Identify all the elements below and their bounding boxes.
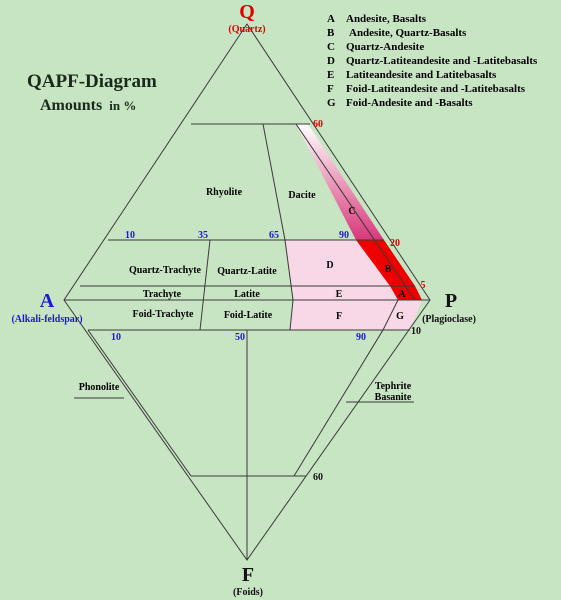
tick-q20: 20 xyxy=(390,238,400,249)
legend-text-g: Foid-Andesite and -Basalts xyxy=(346,97,473,109)
vertex-f-letter: F xyxy=(242,564,254,586)
line-a35 xyxy=(199,239,211,331)
label-tephrite: Tephrite xyxy=(375,381,412,392)
field-b-shape xyxy=(356,240,415,286)
label-foid-latite: Foid-Latite xyxy=(224,310,273,321)
legend-item-f: F Foid-Latiteandesite and -Latitebasalts xyxy=(327,83,526,95)
vertex-q-letter: Q xyxy=(239,1,255,23)
tick-a65: 65 xyxy=(269,230,279,241)
vertex-f-name: (Foids) xyxy=(233,587,263,598)
tick-a35: 35 xyxy=(198,230,208,241)
tick-f50: 50 xyxy=(235,332,245,343)
field-labels: Rhyolite Dacite C Quartz-Trachyte Quartz… xyxy=(79,187,412,403)
title-line2-main: Amounts xyxy=(40,97,102,114)
vertex-labels: Q (Quartz) A (Alkali-feldspar) P (Plagio… xyxy=(11,1,475,598)
tick-f60: 60 xyxy=(313,472,323,483)
label-quartz-latite: Quartz-Latite xyxy=(217,266,277,277)
vertex-a-letter: A xyxy=(40,290,55,312)
label-field-d: D xyxy=(326,260,333,271)
title-line1: QAPF-Diagram xyxy=(27,71,157,92)
tick-q5: 5 xyxy=(421,280,426,291)
legend-text-c: Quartz-Andesite xyxy=(346,41,424,53)
label-field-e: E xyxy=(336,289,343,300)
legend-text-b: Andesite, Quartz-Basalts xyxy=(349,27,467,39)
legend-text-f: Foid-Latiteandesite and -Latitebasalts xyxy=(346,83,526,95)
vertex-q-name: (Quartz) xyxy=(228,24,265,35)
vertex-p-letter: P xyxy=(445,290,457,312)
tick-q60: 60 xyxy=(313,119,323,130)
legend-key-d: D xyxy=(327,55,335,67)
vertex-p-name: (Plagioclase) xyxy=(422,314,476,325)
line-dacite-andesite xyxy=(295,123,416,301)
label-latite: Latite xyxy=(234,289,260,300)
legend-key-b: B xyxy=(327,27,335,39)
legend-key-a: A xyxy=(327,13,335,25)
label-field-g: G xyxy=(396,311,404,322)
legend-text-d: Quartz-Latiteandesite and -Latitebasalts xyxy=(346,55,538,67)
label-basanite: Basanite xyxy=(375,392,412,403)
legend-key-e: E xyxy=(327,69,334,81)
line-foid-right xyxy=(293,329,384,477)
label-field-c: C xyxy=(348,206,355,217)
legend-item-g: G Foid-Andesite and -Basalts xyxy=(327,97,473,109)
legend-key-c: C xyxy=(327,41,335,53)
legend-text-e: Latiteandesite and Latitebasalts xyxy=(346,69,497,81)
label-field-f: F xyxy=(336,311,342,322)
tick-labels: 60 20 5 10 35 65 90 10 50 90 10 60 xyxy=(111,119,426,483)
line-a65-lower xyxy=(289,299,294,331)
field-g-shape xyxy=(383,300,422,330)
diagram-lines xyxy=(63,23,431,561)
legend-text-a: Andesite, Basalts xyxy=(346,13,427,25)
title-line2: Amounts in % xyxy=(40,97,136,114)
legend-item-d: D Quartz-Latiteandesite and -Latitebasalt… xyxy=(327,55,538,67)
legend-item-a: A Andesite, Basalts xyxy=(327,13,427,25)
colored-fields xyxy=(285,124,422,330)
line-rhyolite-dacite xyxy=(262,123,286,241)
field-c-shape xyxy=(296,124,384,240)
label-trachyte: Trachyte xyxy=(143,289,182,300)
legend-item-c: C Quartz-Andesite xyxy=(327,41,424,53)
label-quartz-trachyte: Quartz-Trachyte xyxy=(129,265,202,276)
tick-a90: 90 xyxy=(339,230,349,241)
line-foid-left xyxy=(87,329,192,477)
label-phonolite: Phonolite xyxy=(79,382,120,393)
field-e-shape xyxy=(292,286,398,300)
vertex-a-name: (Alkali-feldspar) xyxy=(11,314,82,325)
field-d-shape xyxy=(285,240,390,286)
label-field-b: B xyxy=(385,264,392,275)
field-f-shape xyxy=(290,300,398,330)
label-rhyolite: Rhyolite xyxy=(206,187,243,198)
diagram-title: QAPF-Diagram Amounts in % xyxy=(27,71,157,114)
legend-key-f: F xyxy=(327,83,334,95)
label-field-a: A xyxy=(398,289,406,300)
field-a-shape xyxy=(390,286,422,300)
label-dacite: Dacite xyxy=(288,190,316,201)
legend-key-g: G xyxy=(327,97,336,109)
tick-f10-right: 10 xyxy=(411,326,421,337)
tick-f10-left: 10 xyxy=(111,332,121,343)
title-line2-small: in % xyxy=(109,98,136,113)
line-a90-lower xyxy=(382,299,399,331)
legend-item-b: B Andesite, Quartz-Basalts xyxy=(327,27,467,39)
tick-a10: 10 xyxy=(125,230,135,241)
legend: A Andesite, Basalts B Andesite, Quartz-Bas… xyxy=(327,13,538,109)
line-a65 xyxy=(284,239,294,301)
legend-item-e: E Latiteandesite and Latitebasalts xyxy=(327,69,497,81)
tick-f90: 90 xyxy=(356,332,366,343)
label-foid-trachyte: Foid-Trachyte xyxy=(133,309,194,320)
